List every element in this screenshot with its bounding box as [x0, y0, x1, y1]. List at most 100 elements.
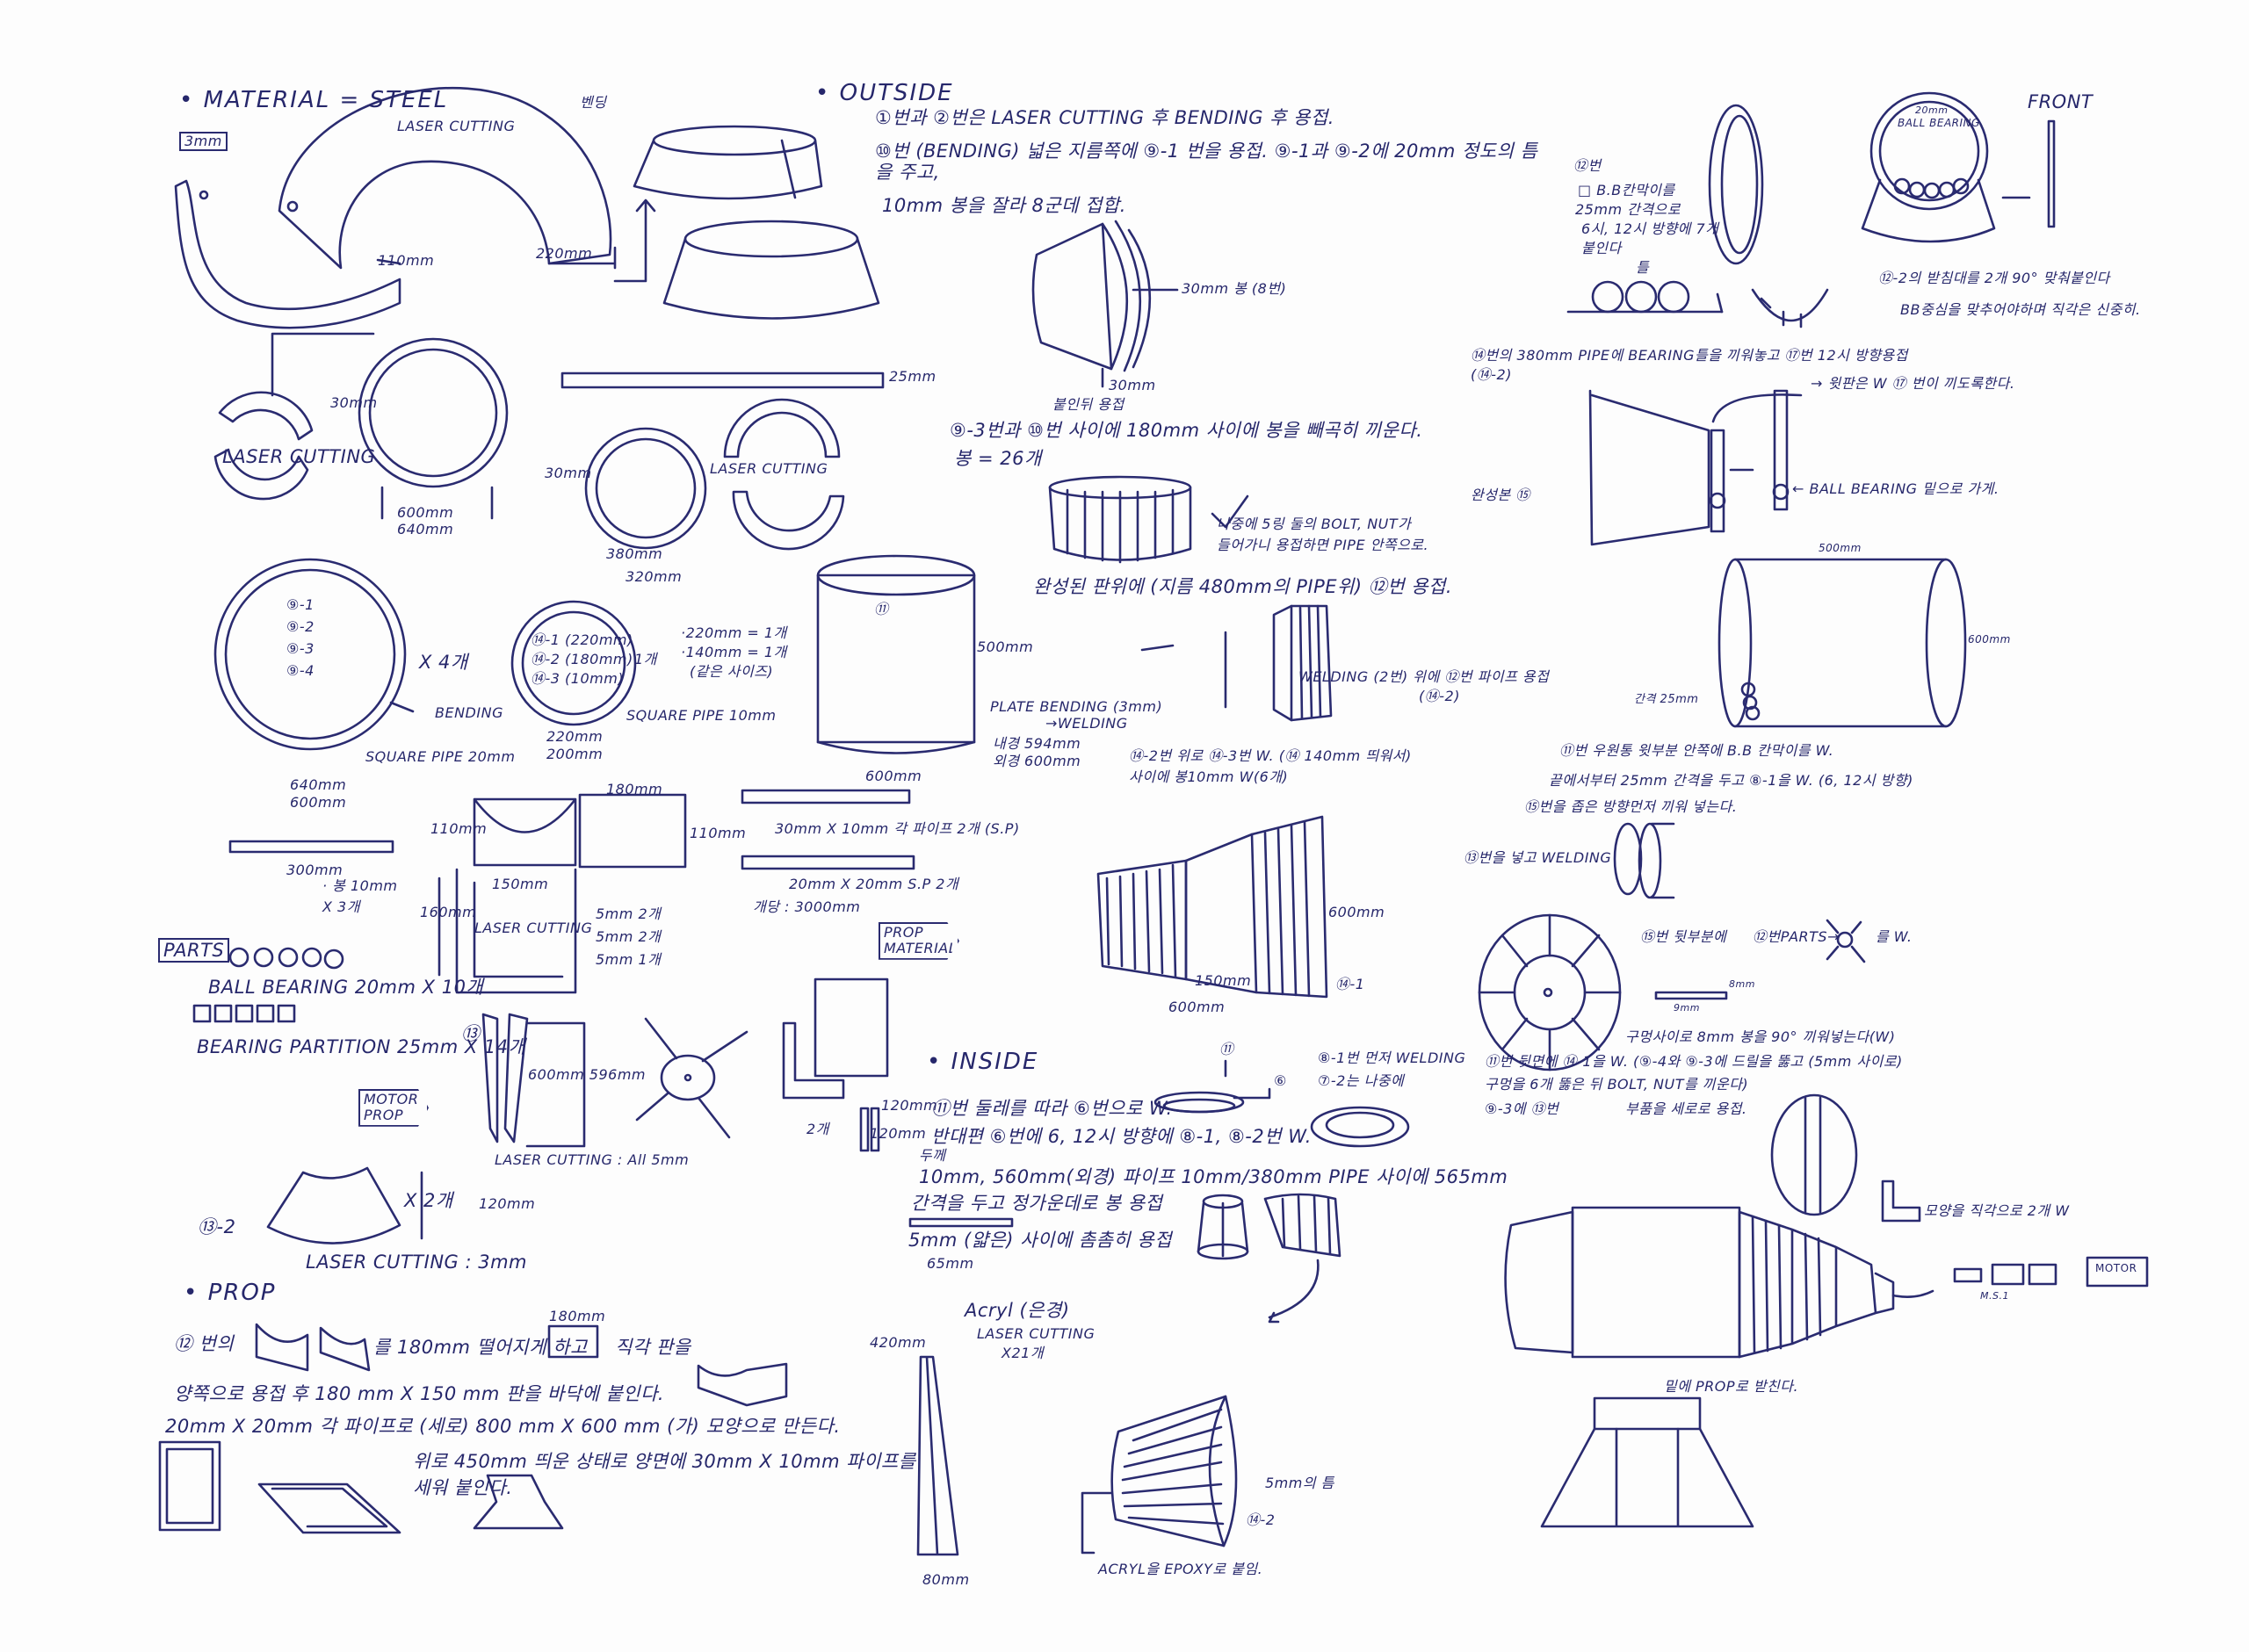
dim-label: 380mm [606, 545, 663, 562]
part-number: ⑬ [461, 1023, 481, 1044]
dim-label: 150mm [492, 876, 549, 892]
right-angle-bracket [1881, 1179, 1921, 1223]
acryl-note: LASER CUTTING [977, 1325, 1096, 1342]
plate-bending-note: →WELDING [1045, 715, 1128, 732]
rod-300 [228, 840, 394, 854]
pipe-length: 개당 : 3000mm [753, 898, 861, 915]
prop-drawings [158, 1323, 788, 1534]
prop-material-tag: PROP MATERIAL [879, 922, 959, 960]
motor-prop-tag: MOTOR PROP [358, 1089, 429, 1127]
final-prop-stand [1540, 1396, 1754, 1528]
arc-band-part [278, 87, 617, 270]
front-view [1861, 91, 2056, 243]
prop-text: 세워 붙인다. [413, 1477, 513, 1498]
diameter-note: 외경 600mm [993, 753, 1081, 769]
right-note: ⑫-2의 받침대를 2개 90° 맞춰붙인다 [1878, 270, 2110, 286]
pipe-bearing-side [1588, 389, 1803, 546]
welding-note: (⑭-2) [1419, 688, 1460, 704]
thickness-label: 3mm [179, 132, 228, 152]
bb-note: 25mm 간격으로 [1575, 201, 1681, 218]
right-text: 를 W. [1876, 928, 1913, 945]
dim-label: 500mm [1819, 542, 1862, 554]
l-bracket [782, 977, 889, 1152]
part-number: ⑭-1 [1335, 976, 1365, 992]
weld-note: 붙인뒤 용접 [1052, 396, 1124, 413]
inside-text: ⑪번 둘레를 따라 ⑥번으로 W. [931, 1098, 1173, 1119]
ring-part-9 [358, 337, 509, 520]
motor-spec: M.S.1 [1980, 1290, 2009, 1302]
cylinder-11-body [816, 574, 976, 744]
fan-cone [1140, 604, 1333, 722]
dim-label: 320mm [626, 568, 683, 585]
outside-text: ⑨-3번과 ⑩번 사이에 180mm 사이에 봉을 빼곡히 끼운다. [950, 420, 1423, 441]
pipe-spec: 20mm X 20mm S.P 2개 [789, 876, 959, 892]
bb-note: □ B.B칸막이를 [1578, 182, 1675, 198]
outside-text: 사이에 봉10mm W(6개) [1129, 768, 1289, 785]
plate-parts [438, 793, 687, 994]
dim-label: 600mm [290, 794, 347, 811]
ring-connector [271, 332, 375, 397]
rod-8mm [1654, 991, 1728, 1000]
sector-13-2 [266, 1166, 423, 1244]
dim-label: 120mm [881, 1097, 938, 1114]
prop-support-note: 밑에 PROP로 받친다. [1664, 1378, 1799, 1395]
ball-bearing-circles [228, 947, 344, 970]
dim-label: 30mm [1109, 377, 1156, 393]
laser-note: LASER CUTTING : 3mm [306, 1252, 527, 1273]
pipe-note: ·220mm = 1개 [681, 624, 787, 641]
four-arm-prop [635, 1017, 748, 1139]
gap-note: 5mm의 틈 [1265, 1475, 1334, 1491]
dim-label: 420mm [870, 1334, 927, 1351]
sp-bar-2 [741, 855, 915, 870]
diameter-note: 내경 594mm [993, 735, 1081, 752]
quantity-label: X 4개 [419, 652, 468, 673]
dim-label: 8mm [1729, 978, 1755, 990]
vertical-pipe-oval [1770, 1093, 1858, 1216]
pipe-label: ⑭-3 (10mm) [531, 670, 625, 687]
dim-label: 500mm [977, 638, 1034, 655]
ring-label: ⑨-2 [286, 618, 315, 635]
bolt-note: 나중에 5링 둘의 BOLT, NUT가 [1217, 516, 1412, 532]
quantity-label: X 2개 [404, 1190, 453, 1211]
cage-frustum [1048, 475, 1249, 564]
ring-label: ⑨-4 [286, 662, 315, 679]
bearing-ring-side [1708, 104, 1764, 265]
bb-note: 붙인다 [1581, 240, 1622, 256]
c-strip-part [174, 179, 401, 329]
part-number: ⑫번 [1573, 157, 1602, 174]
ball-bearing-note: ← BALL BEARING 밑으로 가게. [1792, 480, 2000, 497]
inside-text: 반대편 ⑥번에 6, 12시 방향에 ⑧-1, ⑧-2번 W. [931, 1126, 1312, 1147]
part-number: ⑪ [874, 601, 889, 617]
right-angle-note: 모양을 직각으로 2개 W [1924, 1202, 2070, 1219]
dim-label: 80mm [922, 1571, 970, 1588]
material-title: • MATERIAL = STEEL [179, 87, 449, 113]
outside-text: ⑭-2번 위로 ⑭-3번 W. (⑭ 140mm 띄워서) [1129, 747, 1412, 764]
bearing-partition-label: BEARING PARTITION 25mm X 14개 [197, 1036, 526, 1057]
sp-bar-1 [741, 789, 911, 804]
laser-cutting-label: LASER CUTTING [222, 446, 376, 467]
part-number: ⑬-2 [198, 1216, 236, 1237]
bearing-row [1566, 280, 1829, 328]
plate-note: 5mm 2개 [596, 928, 662, 945]
dim-label: 640mm [290, 776, 347, 793]
outside-title: • OUTSIDE [815, 80, 954, 106]
bending-label: BENDING [435, 704, 503, 721]
acrylic-blade [916, 1355, 959, 1556]
quantity-label: 2개 [806, 1121, 829, 1137]
pipe-note: ·140mm = 1개 [681, 644, 787, 660]
dim-label: 220mm [536, 245, 593, 262]
prop-text: 양쪽으로 용접 후 180 mm X 150 mm 판을 바닥에 붙인다. [174, 1383, 665, 1404]
semi-rings [723, 398, 845, 551]
bb-label: 20mm [1915, 105, 1949, 116]
small-ring-14 [510, 600, 637, 726]
dim-label: 180mm [549, 1308, 606, 1324]
top-plate-note: → 윗판은 W ⑰ 번이 끼도록한다. [1811, 375, 2015, 392]
dim-label: 600mm [1328, 904, 1385, 920]
acryl-note: X21개 [1002, 1345, 1045, 1361]
dim-label: 200mm [546, 746, 604, 762]
plate-note: 5mm 2개 [596, 905, 662, 922]
arrow-to-frustum [613, 198, 656, 283]
ring-label: ⑨-3 [286, 640, 315, 657]
outside-text: ①번과 ②번은 LASER CUTTING 후 BENDING 후 용접. [875, 107, 1334, 128]
